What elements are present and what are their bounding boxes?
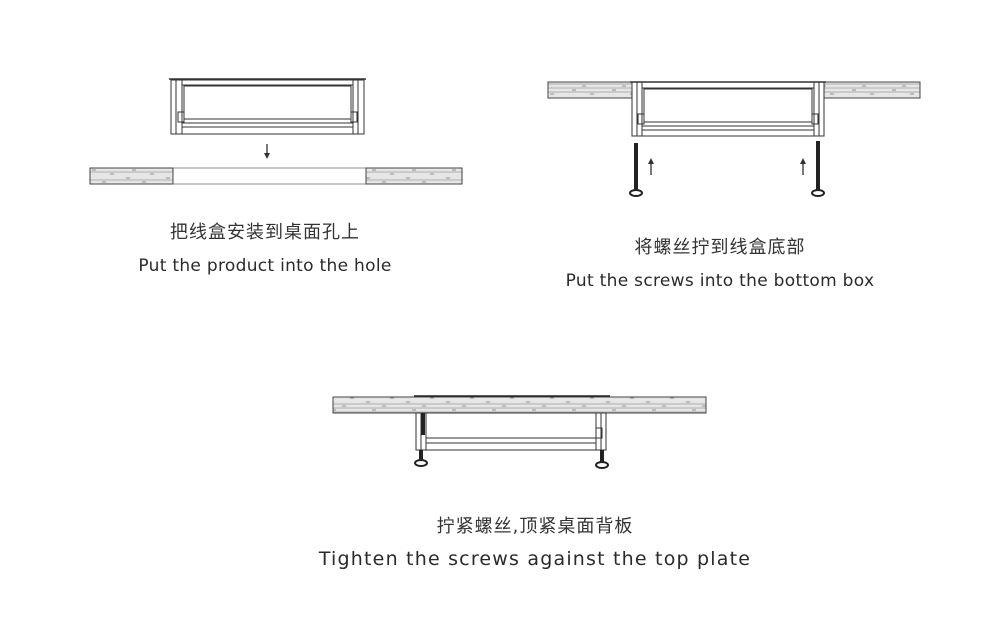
step-1-caption-cn: 把线盒安装到桌面孔上 — [170, 222, 360, 243]
wire-box — [630, 81, 826, 137]
step-3-caption-en: Tighten the screws against the top plate — [318, 548, 752, 570]
step-2-caption-cn: 将螺丝拧到线盒底部 — [634, 237, 806, 258]
step-1-illustration — [89, 78, 463, 185]
desktop-board — [547, 81, 921, 99]
screw-left — [414, 450, 428, 467]
up-arrow-icon — [648, 158, 654, 175]
desktop-board — [332, 395, 707, 414]
step-2-illustration — [547, 81, 921, 197]
screw-right — [595, 450, 609, 469]
desktop-board — [89, 167, 463, 185]
screw-left — [629, 143, 643, 197]
screw-right — [811, 141, 825, 197]
step-3-caption-cn: 拧紧螺丝,顶紧桌面背板 — [436, 516, 634, 537]
step-3-caption: 拧紧螺丝,顶紧桌面背板 Tighten the screws against t… — [300, 512, 770, 570]
wire-box — [415, 412, 607, 451]
wire-box — [169, 78, 366, 135]
step-1-caption-en: Put the product into the hole — [138, 256, 392, 276]
step-3-illustration — [332, 395, 707, 469]
step-2-caption-en: Put the screws into the bottom box — [565, 271, 875, 291]
up-arrow-icon — [800, 158, 806, 175]
step-2-caption: 将螺丝拧到线盒底部 Put the screws into the bottom… — [540, 233, 900, 291]
step-1-caption: 把线盒安装到桌面孔上 Put the product into the hole — [100, 218, 430, 276]
down-arrow-icon — [264, 144, 270, 159]
